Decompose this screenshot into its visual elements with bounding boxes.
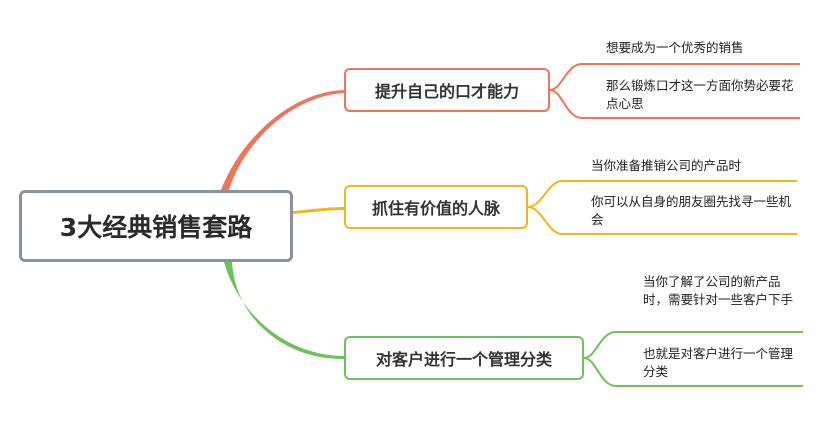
note-branch3-b: 也就是对客户进行一个管理分类 xyxy=(643,346,794,379)
note-branch1-b: 那么锻炼口才这一方面你势必要花点心思 xyxy=(606,78,794,111)
connector-branch2-notes xyxy=(527,180,797,235)
connector-root-branch1 xyxy=(221,90,344,190)
connector-root-branch2 xyxy=(293,207,344,214)
note-branch3-a: 当你了解了公司的新产品时，需要针对一些客户下手 xyxy=(643,274,794,307)
branch-topic-speaking[interactable]: 提升自己的口才能力 xyxy=(344,68,550,112)
connector-branch1-notes xyxy=(549,63,800,119)
root-topic[interactable]: 3大经典销售套路 xyxy=(19,190,293,262)
note-branch1-a: 想要成为一个优秀的销售 xyxy=(606,40,744,55)
note-branch2-b: 你可以从自身的朋友圈先找寻一些机会 xyxy=(591,194,792,227)
note-branch2-a: 当你准备推销公司的产品时 xyxy=(591,158,742,173)
branch-topic-customers[interactable]: 对客户进行一个管理分类 xyxy=(344,336,584,380)
connector-root-branch3 xyxy=(224,262,344,360)
connector-branch3-notes xyxy=(583,331,803,387)
branch-topic-network[interactable]: 抓住有价值的人脉 xyxy=(344,185,528,229)
